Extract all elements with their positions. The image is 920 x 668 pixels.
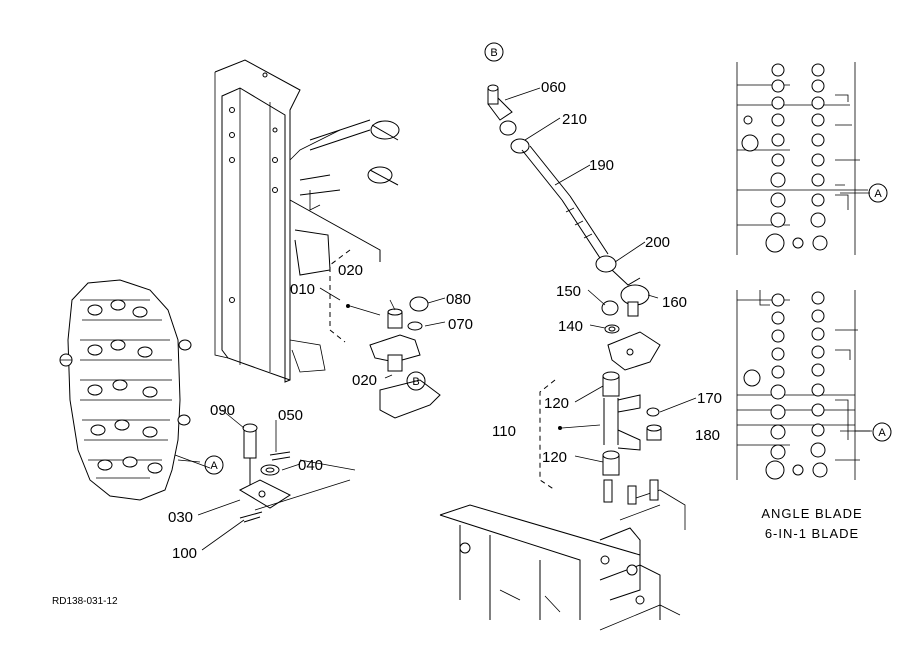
callout-labels: 060 210 190 200 020 010 080 070 020 090 … — [168, 79, 722, 562]
callout-070: 070 — [448, 316, 473, 333]
callout-210: 210 — [562, 111, 587, 128]
callout-170: 170 — [697, 390, 722, 407]
marker-a-left: A — [204, 455, 224, 475]
caption-angle-blade: ANGLE BLADE — [761, 506, 862, 521]
svg-text:A: A — [874, 188, 882, 200]
callout-050: 050 — [278, 407, 303, 424]
marker-b-top: B — [484, 42, 504, 62]
marker-b-middle: B — [406, 371, 426, 391]
callout-160: 160 — [662, 294, 687, 311]
pin-and-plate-assembly — [174, 423, 356, 523]
lever-assembly — [539, 300, 662, 491]
marker-a-lower-right: A — [872, 422, 892, 442]
callout-100: 100 — [172, 545, 197, 562]
svg-text:A: A — [210, 460, 218, 472]
reference-markers: B B A A A — [204, 42, 892, 475]
hydraulic-layout-upper — [736, 62, 870, 255]
callout-040: 040 — [298, 457, 323, 474]
hydraulic-layout-lower — [736, 290, 872, 480]
svg-text:B: B — [412, 376, 419, 388]
callout-020-upper: 020 — [338, 262, 363, 279]
svg-text:A: A — [878, 427, 886, 439]
leader-lines — [197, 87, 870, 551]
rod-assembly — [487, 84, 650, 317]
callout-090: 090 — [210, 402, 235, 419]
drawing-code: RD138-031-12 — [52, 596, 118, 607]
callout-060: 060 — [541, 79, 566, 96]
control-valve-assembly — [59, 279, 201, 501]
caption-6-in-1-blade: 6-IN-1 BLADE — [765, 526, 859, 541]
marker-a-upper-right: A — [868, 183, 888, 203]
callout-200: 200 — [645, 234, 670, 251]
svg-text:B: B — [490, 47, 497, 59]
link-assembly-upper — [329, 249, 441, 419]
callout-190: 190 — [589, 157, 614, 174]
callout-140: 140 — [558, 318, 583, 335]
callout-120-lower: 120 — [542, 449, 567, 466]
callout-150: 150 — [556, 283, 581, 300]
lower-frame — [439, 479, 686, 631]
callout-010: 010 — [290, 281, 315, 298]
callout-180: 180 — [695, 427, 720, 444]
callout-020-lower: 020 — [352, 372, 377, 389]
callout-030: 030 — [168, 509, 193, 526]
callout-110: 110 — [492, 423, 516, 440]
bracket-plate — [214, 59, 400, 383]
callout-120-upper: 120 — [544, 395, 569, 412]
callout-080: 080 — [446, 291, 471, 308]
